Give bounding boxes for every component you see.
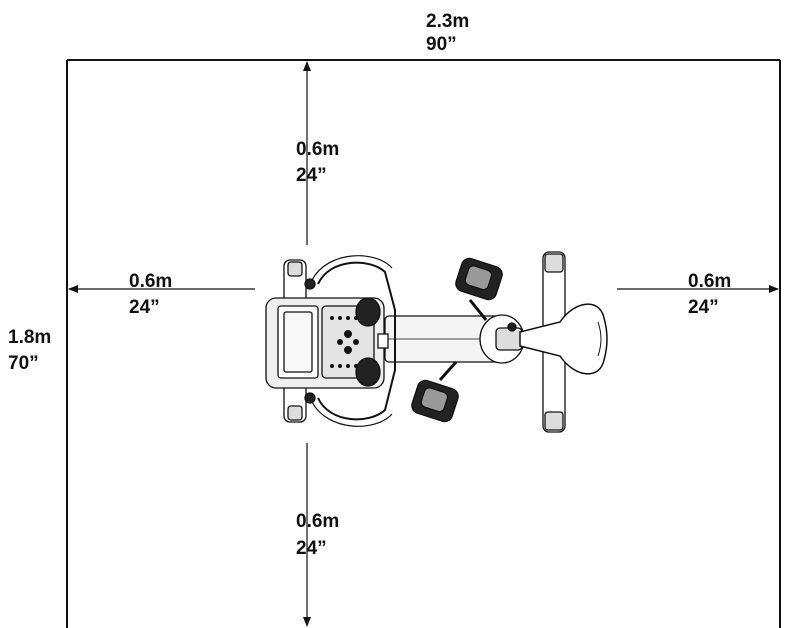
floor-boundary [66,59,781,628]
front-foot-bottom [287,405,303,421]
console-grip-bottom [355,357,381,387]
right-clearance-imperial: 24” [688,297,719,318]
seat [519,303,608,375]
rear-foot-bottom [544,411,564,431]
overall-depth-imperial: 70” [8,353,39,374]
seat-knob [507,322,517,332]
left-clearance-metric: 0.6m [129,271,172,292]
pivot-bottom [304,392,316,404]
overall-width-imperial: 90” [426,34,457,55]
back-clearance-imperial: 24” [296,538,327,559]
exercise-bike-top-view [265,251,608,433]
left-clearance-imperial: 24” [129,297,160,318]
console-grip-top [355,297,381,327]
back-clearance-metric: 0.6m [296,511,339,532]
dimension-lines [68,61,779,627]
seat-edge [597,321,602,357]
front-foot-top [287,261,303,277]
overall-depth-metric: 1.8m [8,327,51,348]
pedal-top [455,257,503,321]
pedal-bottom [411,361,459,423]
handlebar-outer [311,255,393,281]
rear-foot-top [544,253,564,273]
dimension-labels: 2.3m 90” 1.8m 70” 0.6m 24” 0.6m 24” 0.6m… [8,11,731,559]
handlebar-outer-bottom [311,401,393,427]
front-clearance-metric: 0.6m [296,139,339,160]
console-jack [377,333,389,349]
pivot-top [304,278,316,290]
front-clearance-imperial: 24” [296,165,327,186]
overall-width-metric: 2.3m [426,11,469,32]
console-display [283,311,313,373]
handlebar-loop [317,261,396,421]
seat-post [495,327,523,351]
right-clearance-metric: 0.6m [688,271,731,292]
